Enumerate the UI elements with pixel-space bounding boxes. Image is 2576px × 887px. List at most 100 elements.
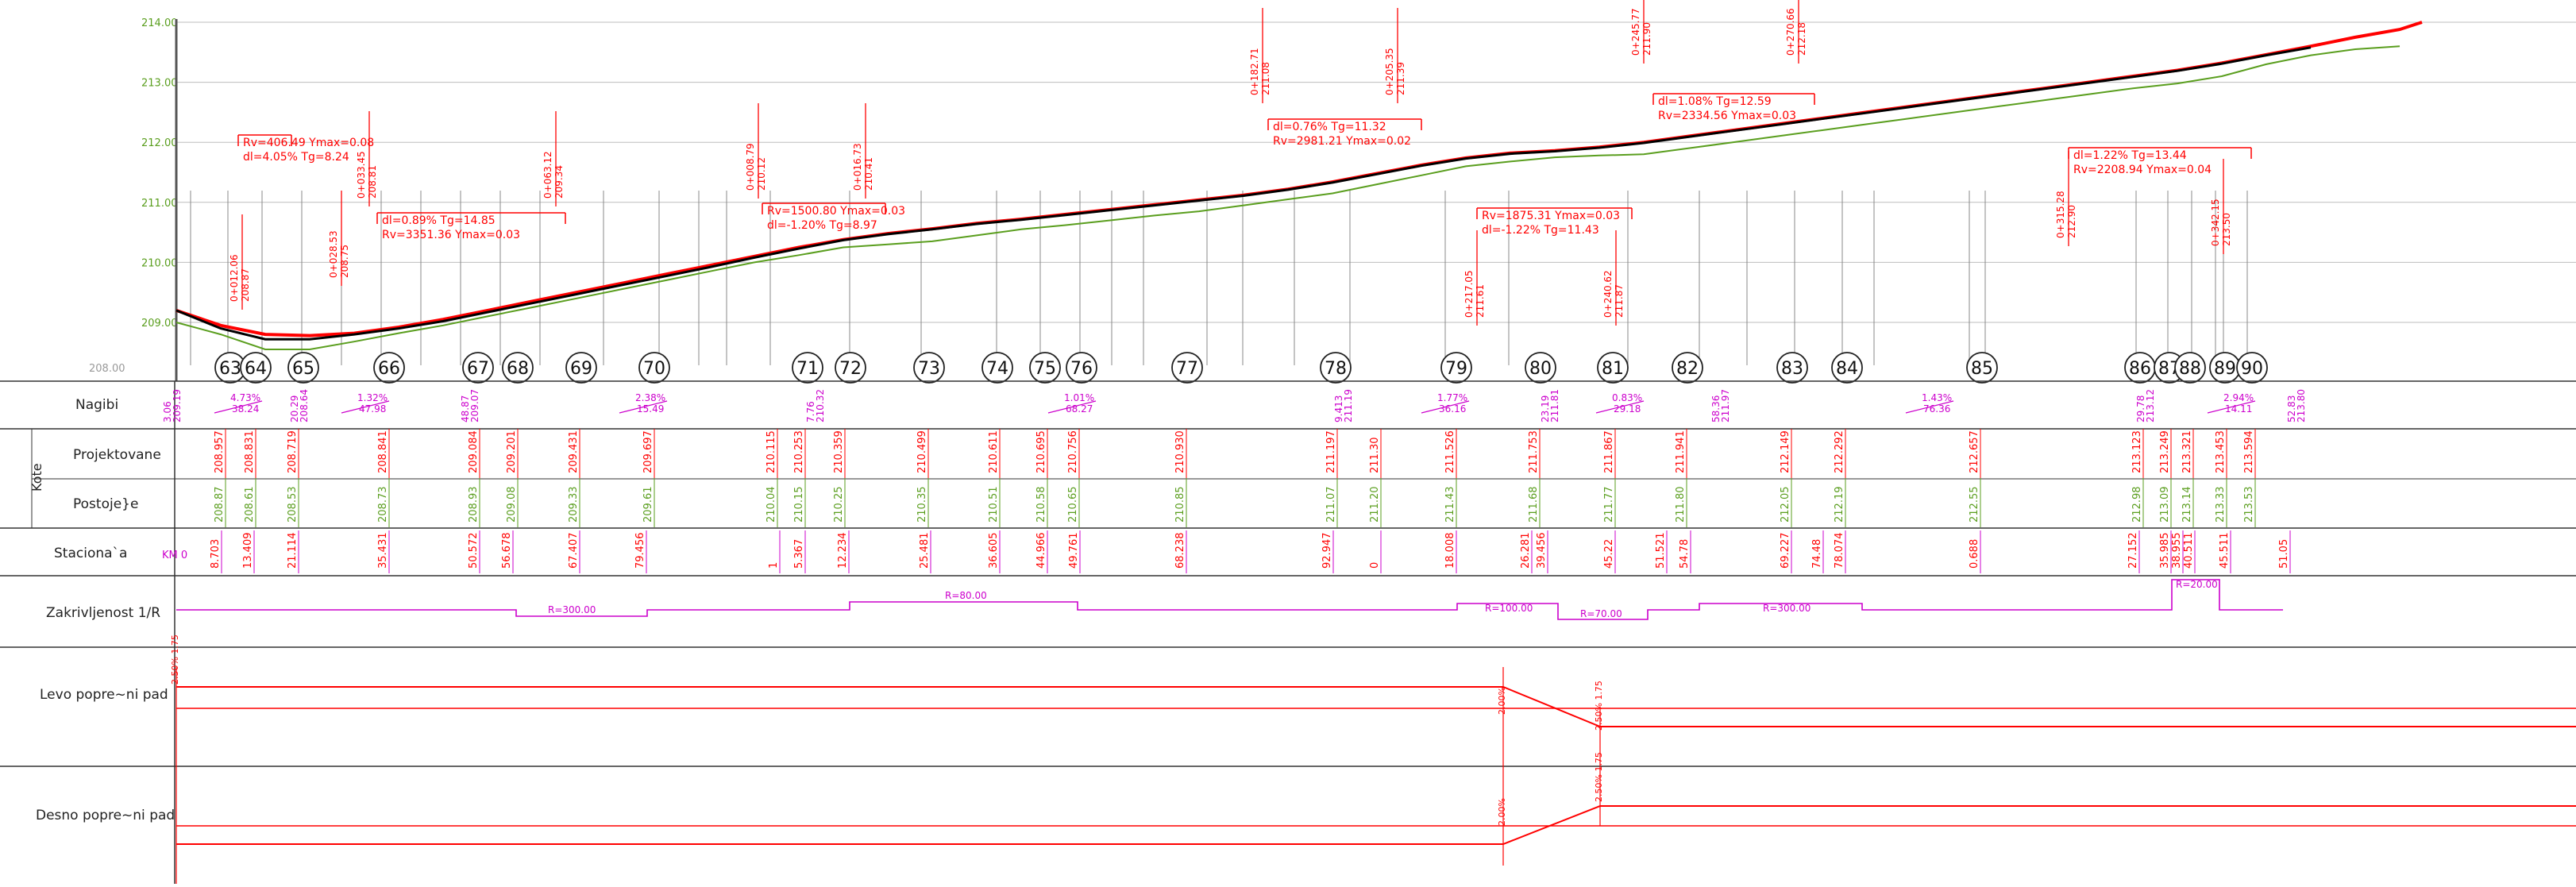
- y-axis: 214.00213.00212.00211.00210.00209.00208.…: [89, 17, 178, 381]
- station-number: 73: [918, 359, 940, 379]
- elev-text: 213.50: [2221, 213, 2232, 246]
- nagibi-break: 20.29: [289, 395, 300, 422]
- kote-projektovane-value: 209.201: [506, 430, 518, 473]
- station-number: 65: [292, 359, 314, 379]
- station-bubble: [1776, 352, 1808, 384]
- row-label-projektovane: Projektovane: [73, 447, 161, 463]
- elev-text: 0+342.15: [2210, 199, 2221, 246]
- kote-projektovane-value: 208.957: [214, 430, 226, 473]
- vc-text: dl=1.08% Tg=12.59: [1658, 95, 1772, 108]
- nagibi-slope: 76.36: [1923, 403, 1950, 415]
- y-tick-label: 209.00: [141, 318, 178, 330]
- nagibi-break: 7.76: [805, 401, 816, 422]
- kote-postojece-value: 210.65: [1067, 487, 1079, 523]
- stacionaza-value: 27.152: [2127, 533, 2139, 569]
- kote-projektovane-value: 211.30: [1369, 438, 1381, 474]
- kote-postojece-value: 208.93: [468, 487, 480, 523]
- nagibi-break: 210.32: [815, 389, 826, 422]
- curvature-label: R=300.00: [548, 604, 596, 615]
- kote-postojece-value: 211.68: [1528, 487, 1540, 523]
- stacionaza-value: 39.456: [1536, 533, 1548, 569]
- elev-text: 209.34: [553, 165, 565, 199]
- kote-projektovane-value: 211.526: [1444, 430, 1456, 473]
- stacionaza-prefix: KM 0: [162, 550, 187, 561]
- vc-text: Rv=2208.94 Ymax=0.04: [2073, 164, 2212, 176]
- elev-text: 212.90: [2066, 205, 2077, 238]
- kote-projektovane-value: 209.697: [642, 430, 654, 473]
- nagibi-slope: 68.27: [1066, 403, 1093, 415]
- stacionaza-value: 35.985: [2159, 533, 2171, 569]
- vc-text: Rv=406.49 Ymax=0.08: [243, 137, 374, 149]
- station-bubble: [1966, 352, 1998, 384]
- vc-text: dl=-1.22% Tg=11.43: [1482, 224, 1599, 237]
- kote-postojece-value: 212.98: [2131, 487, 2143, 523]
- vc-text: Rv=1500.80 Ymax=0.03: [767, 205, 905, 218]
- nagibi-slope: 15.49: [637, 403, 664, 415]
- nagibi-break: 23.19: [1540, 395, 1551, 422]
- elev-text: 211.08: [1260, 62, 1271, 95]
- nagibi-arrow: [1047, 400, 1097, 414]
- stacionaza-value: 92.947: [1321, 533, 1333, 569]
- vc-text: Rv=2334.56 Ymax=0.03: [1658, 110, 1796, 122]
- stacionaza-value: 67.407: [568, 533, 580, 569]
- stacionaza-value: 26.281: [1520, 533, 1532, 569]
- nagibi-slope: 1.43%: [1922, 392, 1952, 403]
- kote-projektovane-value: 210.756: [1067, 430, 1079, 473]
- stacionaza-value: 74.48: [1811, 539, 1823, 569]
- station-bubble: [565, 352, 597, 384]
- kote-postojece-value: 211.20: [1369, 487, 1381, 523]
- kote-postojece-value: 209.33: [568, 487, 580, 523]
- kote-postojece-value: 213.09: [2159, 487, 2171, 523]
- curvature-label: R=80.00: [945, 590, 987, 601]
- y-tick-label: 213.00: [141, 78, 178, 90]
- station-number: 86: [2129, 359, 2151, 379]
- elev-text: 0+016.73: [852, 143, 863, 191]
- station-number: 64: [245, 359, 267, 379]
- station-bubble: [1525, 352, 1556, 384]
- nagibi-break: 9.413: [1333, 395, 1344, 422]
- elev-text: 0+240.62: [1602, 270, 1614, 318]
- row-label-kote: Kote: [29, 463, 44, 492]
- elev-text: 0+217.05: [1463, 270, 1475, 318]
- nagibi-slope: 47.98: [359, 403, 386, 415]
- station-bubble: [835, 352, 866, 384]
- kote-postojece-value: 213.14: [2181, 487, 2193, 523]
- kote-postojece-value: 213.33: [2215, 487, 2227, 523]
- station-bubble: [1831, 352, 1863, 384]
- stacionaza-value: 50.572: [468, 533, 480, 569]
- kote-postojece-value: 210.51: [988, 487, 1000, 523]
- kote-projektovane-value: 211.941: [1675, 430, 1687, 473]
- crossfall-rows: 2.50% 1.752.00%2.50% 1.752.00%2.50% 1.75: [170, 634, 2576, 884]
- crossfall-label: 2.00%: [1497, 687, 1507, 715]
- y-tick-label: 214.00: [141, 17, 178, 29]
- elev-text: 208.75: [339, 245, 350, 278]
- stacionaza-value: 12.234: [837, 533, 849, 569]
- row-label-desno: Desno popre~ni pad: [36, 808, 175, 823]
- station-number: 82: [1676, 359, 1699, 379]
- nagibi-break: 58.36: [1710, 395, 1722, 422]
- nagibi-slope: 38.24: [232, 403, 259, 415]
- station-number: 80: [1529, 359, 1552, 379]
- kote-projektovane-value: 208.719: [287, 430, 299, 473]
- station-number: 88: [2179, 359, 2201, 379]
- nagibi-slope: 1.77%: [1437, 392, 1467, 403]
- nagibi-slope: 4.73%: [230, 392, 260, 403]
- nagibi-break: 29.78: [2135, 395, 2146, 422]
- row-label-levo: Levo popre~ni pad: [40, 687, 168, 703]
- station-bubble: [1320, 352, 1352, 384]
- kote-projektovane-value: 212.657: [1969, 430, 1980, 473]
- nagibi-break: 52.83: [2286, 395, 2297, 422]
- vc-text: dl=4.05% Tg=8.24: [243, 151, 349, 164]
- stacionaza-value: 5.367: [793, 539, 805, 569]
- kote-projektovane-value: 210.695: [1035, 430, 1047, 473]
- y-tick-label: 208.00: [89, 363, 125, 375]
- nagibi-break: 208.64: [299, 389, 310, 422]
- kote-projektovane-value: 212.292: [1834, 430, 1845, 473]
- stacionaza-value: 78.074: [1834, 533, 1845, 569]
- kote-projektovane-value: 208.841: [377, 430, 389, 473]
- stacionaza-value: 36.605: [988, 533, 1000, 569]
